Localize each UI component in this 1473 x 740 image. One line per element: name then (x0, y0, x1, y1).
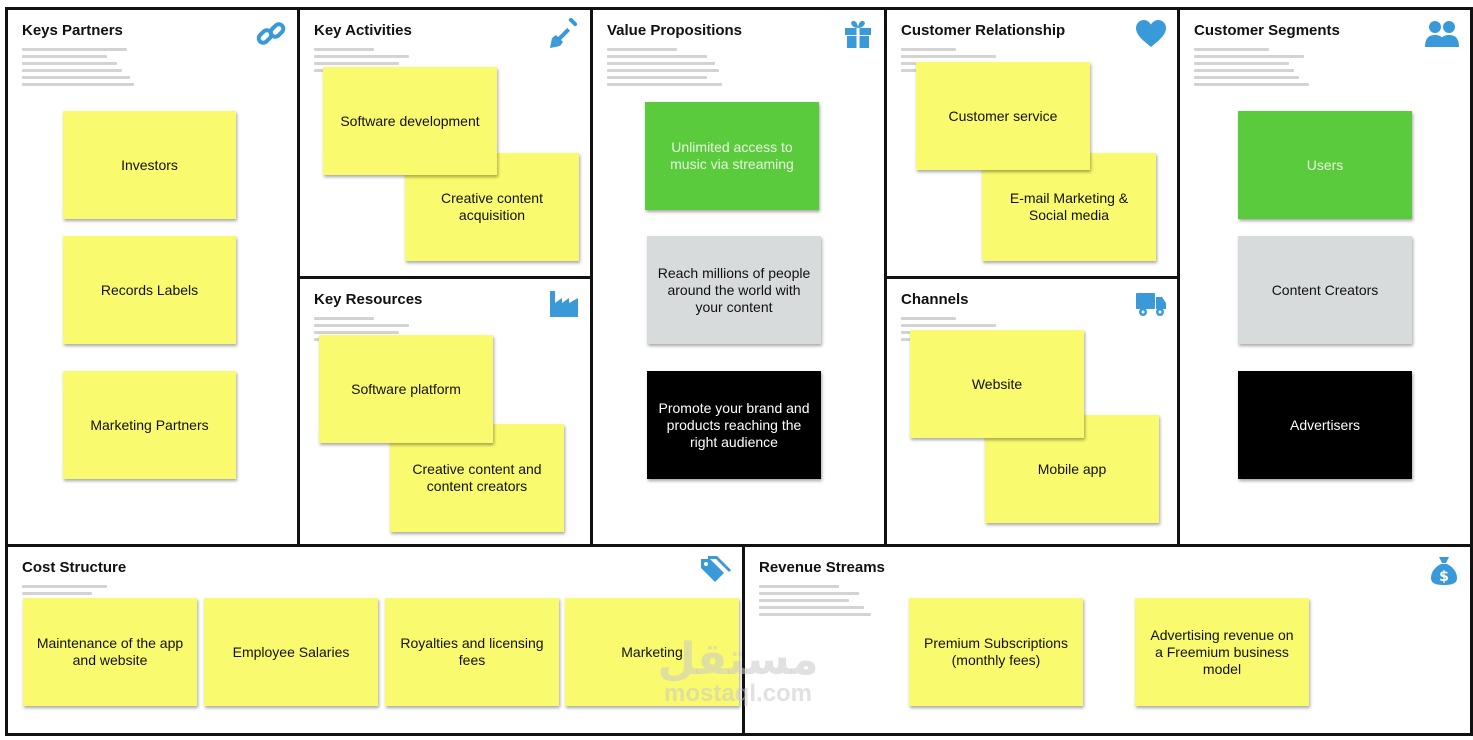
cost-structure-section: Cost Structure Maintenance of the app an… (5, 544, 745, 736)
money-bag-icon: $ (1431, 557, 1457, 585)
sticky-note: Website (910, 330, 1084, 438)
section-title: Value Propositions (607, 22, 743, 39)
truck-icon (1136, 293, 1166, 316)
heart-icon (1136, 20, 1166, 47)
placeholder-lines (607, 48, 722, 90)
sticky-note: Advertising revenue on a Freemium busine… (1135, 598, 1309, 706)
sticky-note: E-mail Marketing & Social media (982, 153, 1156, 261)
value-propositions-section: Value Propositions Unlimited access to m… (590, 7, 887, 547)
sticky-note: Advertisers (1238, 371, 1412, 479)
sticky-note: Software development (323, 67, 497, 175)
sticky-note: Customer service (916, 62, 1090, 170)
sticky-note: Employee Salaries (204, 598, 378, 706)
section-title: Key Resources (314, 291, 423, 308)
sticky-note: Promote your brand and products reaching… (647, 371, 821, 479)
sticky-note: Investors (63, 111, 236, 219)
placeholder-lines (759, 585, 871, 620)
channels-section: Channels Mobile app Website (884, 276, 1180, 547)
customer-relationship-section: Customer Relationship E-mail Marketing &… (884, 7, 1180, 279)
sticky-note: Reach millions of people around the worl… (647, 236, 821, 344)
sticky-note: Content Creators (1238, 236, 1412, 344)
sticky-note: Premium Subscriptions (monthly fees) (909, 598, 1083, 706)
sticky-note: Users (1238, 111, 1412, 219)
sticky-note: Marketing (565, 598, 739, 706)
placeholder-lines (22, 48, 134, 90)
shovel-icon (550, 18, 578, 48)
gift-icon (845, 20, 871, 48)
sticky-note: Marketing Partners (63, 371, 236, 479)
tag-icon (701, 556, 731, 582)
svg-text:$: $ (1439, 569, 1449, 585)
sticky-note: Unlimited access to music via streaming (645, 102, 819, 210)
sticky-note: Records Labels (63, 236, 236, 344)
section-title: Channels (901, 291, 969, 308)
section-title: Cost Structure (22, 559, 127, 576)
key-resources-section: Key Resources Creative content and conte… (297, 276, 593, 547)
revenue-streams-section: Revenue Streams $ Premium Subscriptions … (742, 544, 1473, 736)
customer-segments-section: Customer Segments Users Content Creators… (1177, 7, 1473, 547)
link-icon (256, 22, 286, 45)
section-title: Customer Segments (1194, 22, 1340, 39)
section-title: Revenue Streams (759, 559, 885, 576)
factory-icon (550, 291, 578, 317)
placeholder-lines (22, 585, 107, 599)
sticky-note: Software platform (319, 335, 493, 443)
section-title: Keys Partners (22, 22, 123, 39)
users-icon (1425, 21, 1459, 47)
sticky-note: Maintenance of the app and website (23, 598, 197, 706)
section-title: Customer Relationship (901, 22, 1066, 39)
section-title: Key Activities (314, 22, 412, 39)
sticky-note: Royalties and licensing fees (385, 598, 559, 706)
key-partners-section: Keys Partners Investors Records Labels M… (5, 7, 300, 547)
placeholder-lines (1194, 48, 1309, 90)
key-activities-section: Key Activities Creative content acquisit… (297, 7, 593, 279)
